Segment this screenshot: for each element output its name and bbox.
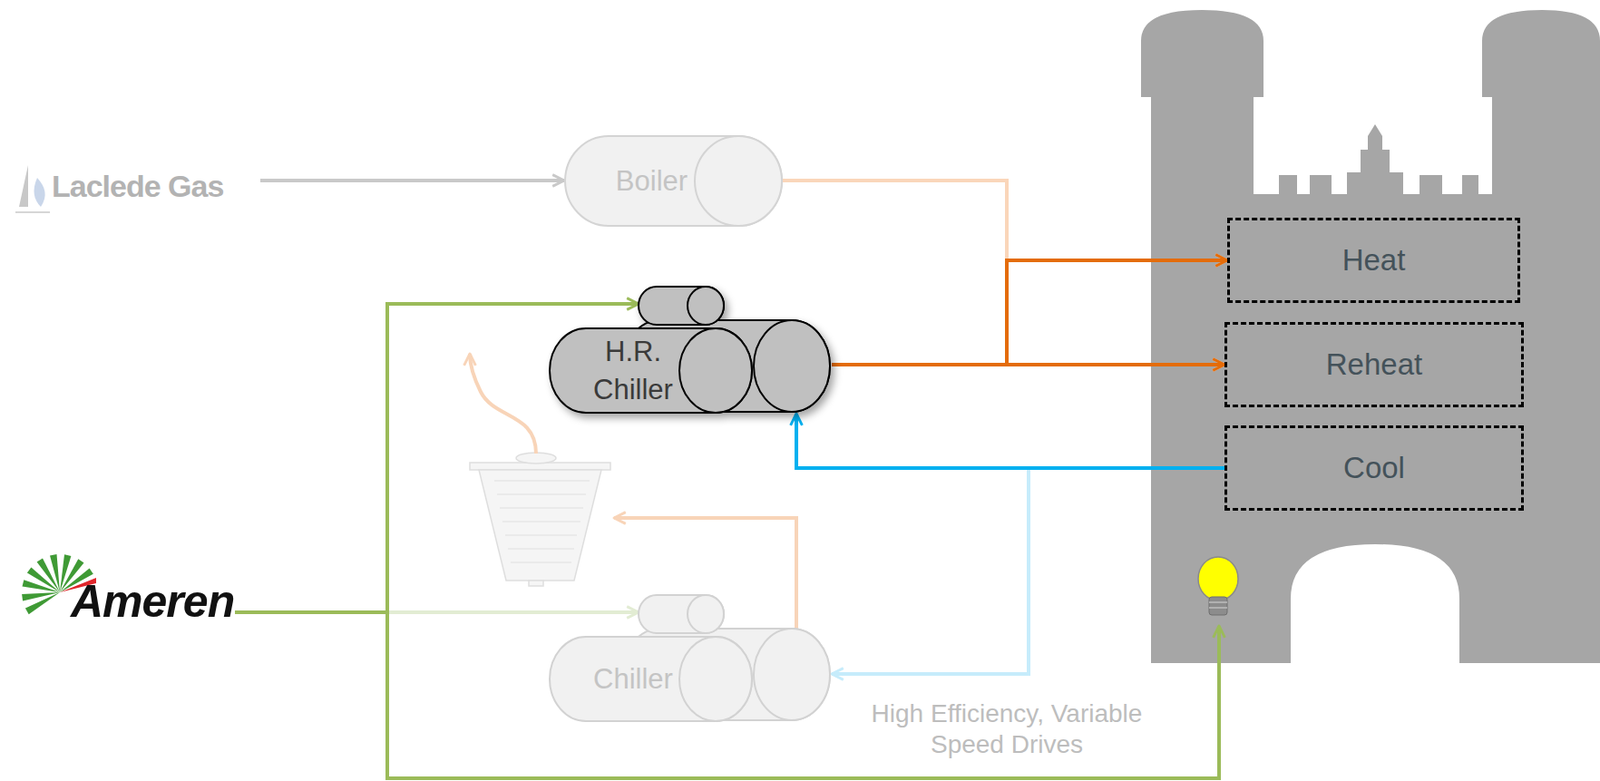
cylinder-body [549, 636, 752, 722]
cooling-tower [469, 452, 611, 586]
load-box: Cool [1224, 425, 1524, 511]
cylinder-end [687, 286, 724, 325]
logo-ray [49, 554, 60, 593]
logo-flame [34, 177, 46, 207]
text-holder: H.R. Chiller [548, 328, 718, 413]
logo-flame [19, 165, 29, 207]
node-text: Heat [1342, 243, 1406, 278]
chiller-cylinders: Chiller [548, 594, 832, 723]
text-holder: Reheat [1227, 324, 1522, 405]
exhaust-arrow [469, 353, 537, 454]
cylinder-body [638, 595, 724, 634]
heat-recovery-chiller: H.R. Chiller [548, 285, 832, 414]
flow-connector [782, 180, 1225, 365]
node-text: Reheat [1326, 347, 1423, 382]
text-holder: Laclede Gas [51, 154, 261, 220]
flow-connector [831, 362, 1225, 367]
cylinder-body [549, 328, 752, 413]
light-bulb [1198, 556, 1239, 615]
text-holder: Cool [1227, 428, 1522, 508]
text-holder: Chiller [548, 636, 718, 722]
electric-utility-logo: Ameren [19, 550, 235, 634]
node-shape [15, 154, 52, 220]
flow-connector [831, 260, 1228, 365]
cylinder-end [694, 136, 782, 226]
cylinder-end [753, 628, 830, 721]
load-box: Reheat [1224, 321, 1524, 408]
cylinder-end [679, 636, 752, 722]
boiler-cylinder: Boiler [564, 135, 783, 227]
flow-connector [260, 178, 565, 183]
cylinder-body [638, 286, 724, 325]
load-box: Heat [1227, 217, 1521, 303]
cylinder-end [687, 595, 724, 634]
node-text: Chiller [565, 660, 702, 699]
cylinder-end [753, 320, 830, 412]
gas-utility-logo: Laclede Gas [15, 154, 261, 220]
logo-ray [21, 592, 60, 602]
castle [1141, 9, 1600, 664]
node-shape [548, 285, 832, 414]
text-holder: Boiler [564, 135, 740, 227]
node-text: Cool [1343, 450, 1405, 486]
logo-line [15, 211, 50, 214]
cylinder-end [679, 328, 752, 413]
cylinder-body [565, 136, 782, 226]
lighting-power-line [387, 612, 1220, 779]
node-text: Ameren [70, 575, 235, 629]
text-holder: Ameren [70, 570, 235, 634]
note-text: High Efficiency, Variable Speed Drives [834, 698, 1180, 761]
text-holder: Heat [1229, 220, 1518, 301]
node-text: H.R. Chiller [565, 332, 702, 410]
node-text: Boiler [584, 165, 721, 198]
node-text: Laclede Gas [51, 168, 224, 205]
flow-connector [831, 468, 1225, 674]
node-shape [548, 594, 832, 723]
flow-connector [796, 413, 1225, 469]
